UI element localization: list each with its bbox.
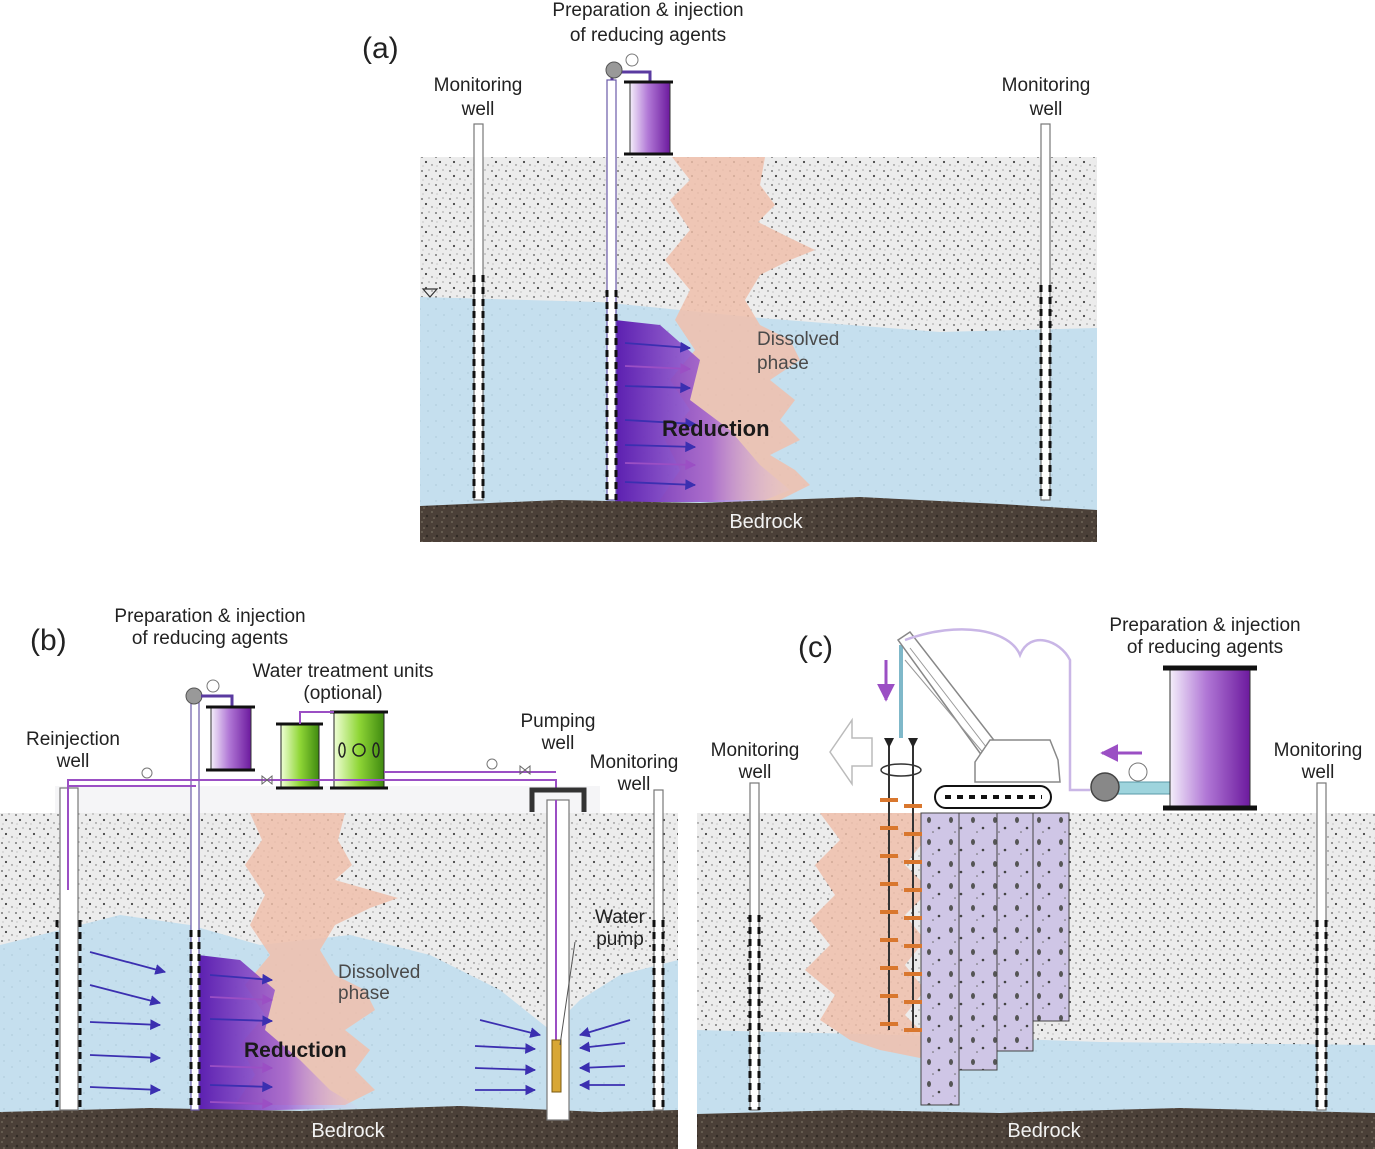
soil-mix-column xyxy=(920,812,960,1106)
panel-b-bedrock: Bedrock xyxy=(311,1120,385,1142)
valve-icon xyxy=(261,774,273,786)
monitoring-well-left xyxy=(749,782,760,1111)
treatment-unit-small xyxy=(280,723,320,789)
movement-arrow-icon xyxy=(829,717,873,787)
contaminant-plume xyxy=(805,813,930,1058)
panel-a-monitoring-right-2: well xyxy=(1029,99,1063,120)
panel-b-dissolved-2: phase xyxy=(338,983,390,1004)
panel-a-injection-label-2: of reducing agents xyxy=(570,25,726,46)
panel-a-bedrock: Bedrock xyxy=(729,511,803,533)
soil-mix-column xyxy=(1032,812,1070,1022)
gauge-icon xyxy=(486,758,498,770)
panel-b-letter: (b) xyxy=(30,624,67,657)
reagent-zone xyxy=(198,955,360,1112)
panel-b-reinjection-1: Reinjection xyxy=(26,729,120,750)
panel-a-dissolved-1: Dissolved xyxy=(757,329,839,350)
panel-c-injection-label-2: of reducing agents xyxy=(1127,637,1283,658)
panel-b-reduction: Reduction xyxy=(244,1039,347,1062)
valve-icon xyxy=(605,61,623,79)
panel-a-injection-label-1: Preparation & injection xyxy=(552,0,743,21)
panel-b-water-pump-2: pump xyxy=(596,929,644,950)
supply-hose xyxy=(904,628,1090,792)
panel-a-monitoring-left-2: well xyxy=(461,99,495,120)
feed-pipe xyxy=(1111,781,1171,795)
auger-head xyxy=(884,738,918,748)
bedrock xyxy=(420,497,1097,542)
panel-b-pumping-2: well xyxy=(541,733,575,754)
panel-b-treatment-label-1: Water treatment units xyxy=(253,661,434,682)
panel-b-water-pump-1: Water xyxy=(595,907,646,928)
gauge-icon xyxy=(206,679,220,693)
soil-mix-column xyxy=(996,812,1034,1052)
panel-b: (b) Preparation & injection of reducing … xyxy=(0,606,717,1149)
bedrock xyxy=(0,1106,678,1149)
panel-b-injection-label-2: of reducing agents xyxy=(132,628,288,649)
valve-icon xyxy=(185,687,203,705)
panel-c-bedrock: Bedrock xyxy=(1007,1120,1081,1142)
panel-b-dissolved-1: Dissolved xyxy=(338,962,420,983)
pump-icon xyxy=(1090,772,1120,802)
panel-a-letter: (a) xyxy=(362,32,399,65)
gauge-icon xyxy=(1128,762,1148,782)
panel-c-monitoring-left-2: well xyxy=(738,762,772,783)
water-layer xyxy=(697,1030,1375,1118)
panel-b-monitoring-2: well xyxy=(617,774,651,795)
panel-c-injection-label-1: Preparation & injection xyxy=(1109,615,1300,636)
panel-a-monitoring-left-1: Monitoring xyxy=(434,75,523,96)
panel-a-monitoring-right-1: Monitoring xyxy=(1002,75,1091,96)
injection-well xyxy=(190,699,200,1111)
treatment-unit-large xyxy=(333,711,385,789)
panel-b-reinjection-2: well xyxy=(56,751,90,772)
water-table-icon xyxy=(421,288,439,298)
panel-c-monitoring-left-1: Monitoring xyxy=(711,740,800,761)
valve-icon xyxy=(519,764,531,776)
panel-c-monitoring-right-2: well xyxy=(1301,762,1335,783)
rig-cab xyxy=(974,739,1061,783)
panel-c: (c) Preparation & injection of reducing … xyxy=(697,615,1375,1149)
reagent-tank xyxy=(629,81,671,155)
rotation-icon xyxy=(880,763,922,777)
panel-c-letter: (c) xyxy=(798,631,833,664)
water-pump xyxy=(551,1039,562,1093)
panel-b-injection-label-1: Preparation & injection xyxy=(114,606,305,627)
gauge-icon xyxy=(141,767,153,779)
reagent-tank xyxy=(1169,667,1251,809)
panel-b-pumping-1: Pumping xyxy=(521,711,596,732)
panel-c-monitoring-right-1: Monitoring xyxy=(1274,740,1363,761)
contaminant-plume xyxy=(235,813,398,1105)
reagent-zone xyxy=(615,320,790,502)
gauge-icon xyxy=(625,53,639,67)
panel-a: (a) Preparation & injection of reducing … xyxy=(362,0,1097,542)
soil-mix-column xyxy=(958,812,998,1071)
pumping-wellhead xyxy=(529,787,587,812)
panel-a-dissolved-2: phase xyxy=(757,353,809,374)
panel-b-monitoring-1: Monitoring xyxy=(590,752,679,773)
panel-a-reduction: Reduction xyxy=(662,416,770,441)
reagent-tank xyxy=(210,706,252,771)
bedrock xyxy=(697,1108,1375,1149)
auger-flights xyxy=(880,798,922,1032)
panel-b-treatment-label-2: (optional) xyxy=(303,683,382,704)
